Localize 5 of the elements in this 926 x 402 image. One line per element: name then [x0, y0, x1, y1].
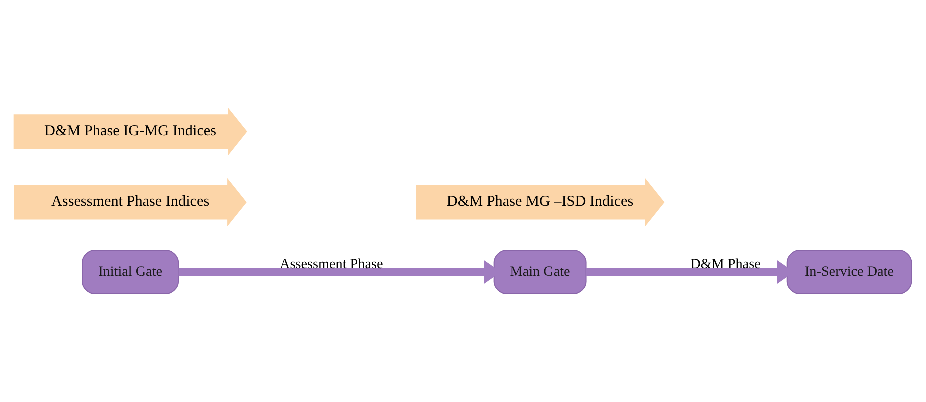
node-box: Main Gate	[494, 250, 587, 294]
edge-label: Assessment Phase	[280, 256, 384, 272]
edge-label: D&M Phase	[690, 256, 761, 272]
node-box: Initial Gate	[82, 250, 180, 294]
node-box: In-Service Date	[786, 250, 912, 294]
